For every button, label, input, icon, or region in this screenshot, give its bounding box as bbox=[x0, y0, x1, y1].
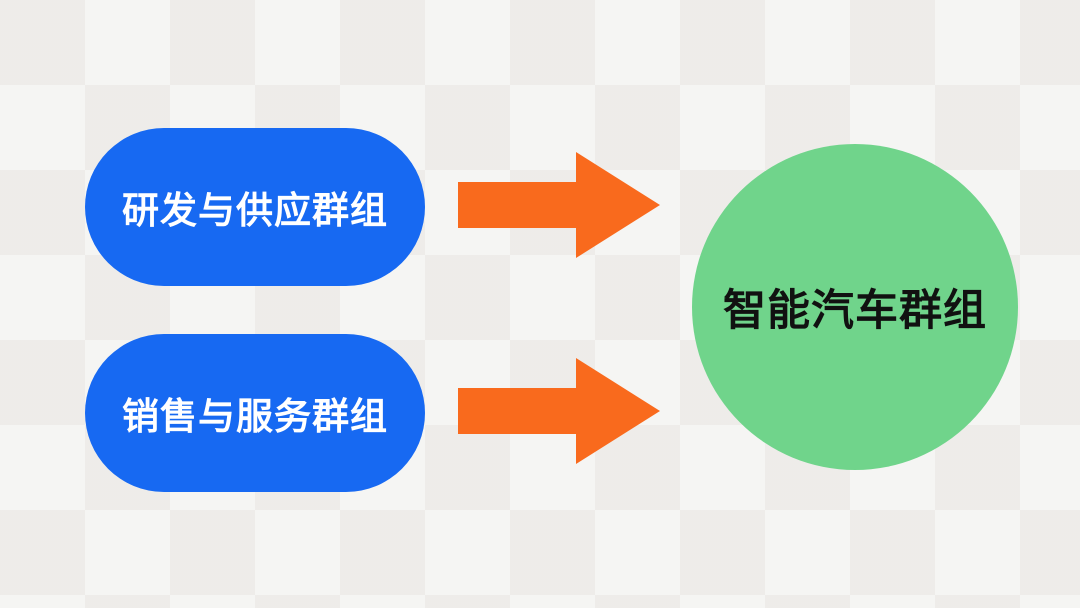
arrow-right-icon bbox=[458, 152, 660, 258]
node-sales-service-group-label: 销售与服务群组 bbox=[122, 396, 388, 437]
node-smart-car-group: 智能汽车群组 bbox=[692, 144, 1018, 470]
arrow-right-icon-shape bbox=[458, 152, 660, 258]
arrow-right-icon bbox=[458, 358, 660, 464]
arrow-right-icon-shape bbox=[458, 358, 660, 464]
node-sales-service-group: 销售与服务群组 bbox=[85, 334, 425, 492]
node-smart-car-group-label: 智能汽车群组 bbox=[723, 287, 987, 335]
node-rd-supply-group: 研发与供应群组 bbox=[85, 128, 425, 286]
node-rd-supply-group-label: 研发与供应群组 bbox=[122, 190, 388, 231]
